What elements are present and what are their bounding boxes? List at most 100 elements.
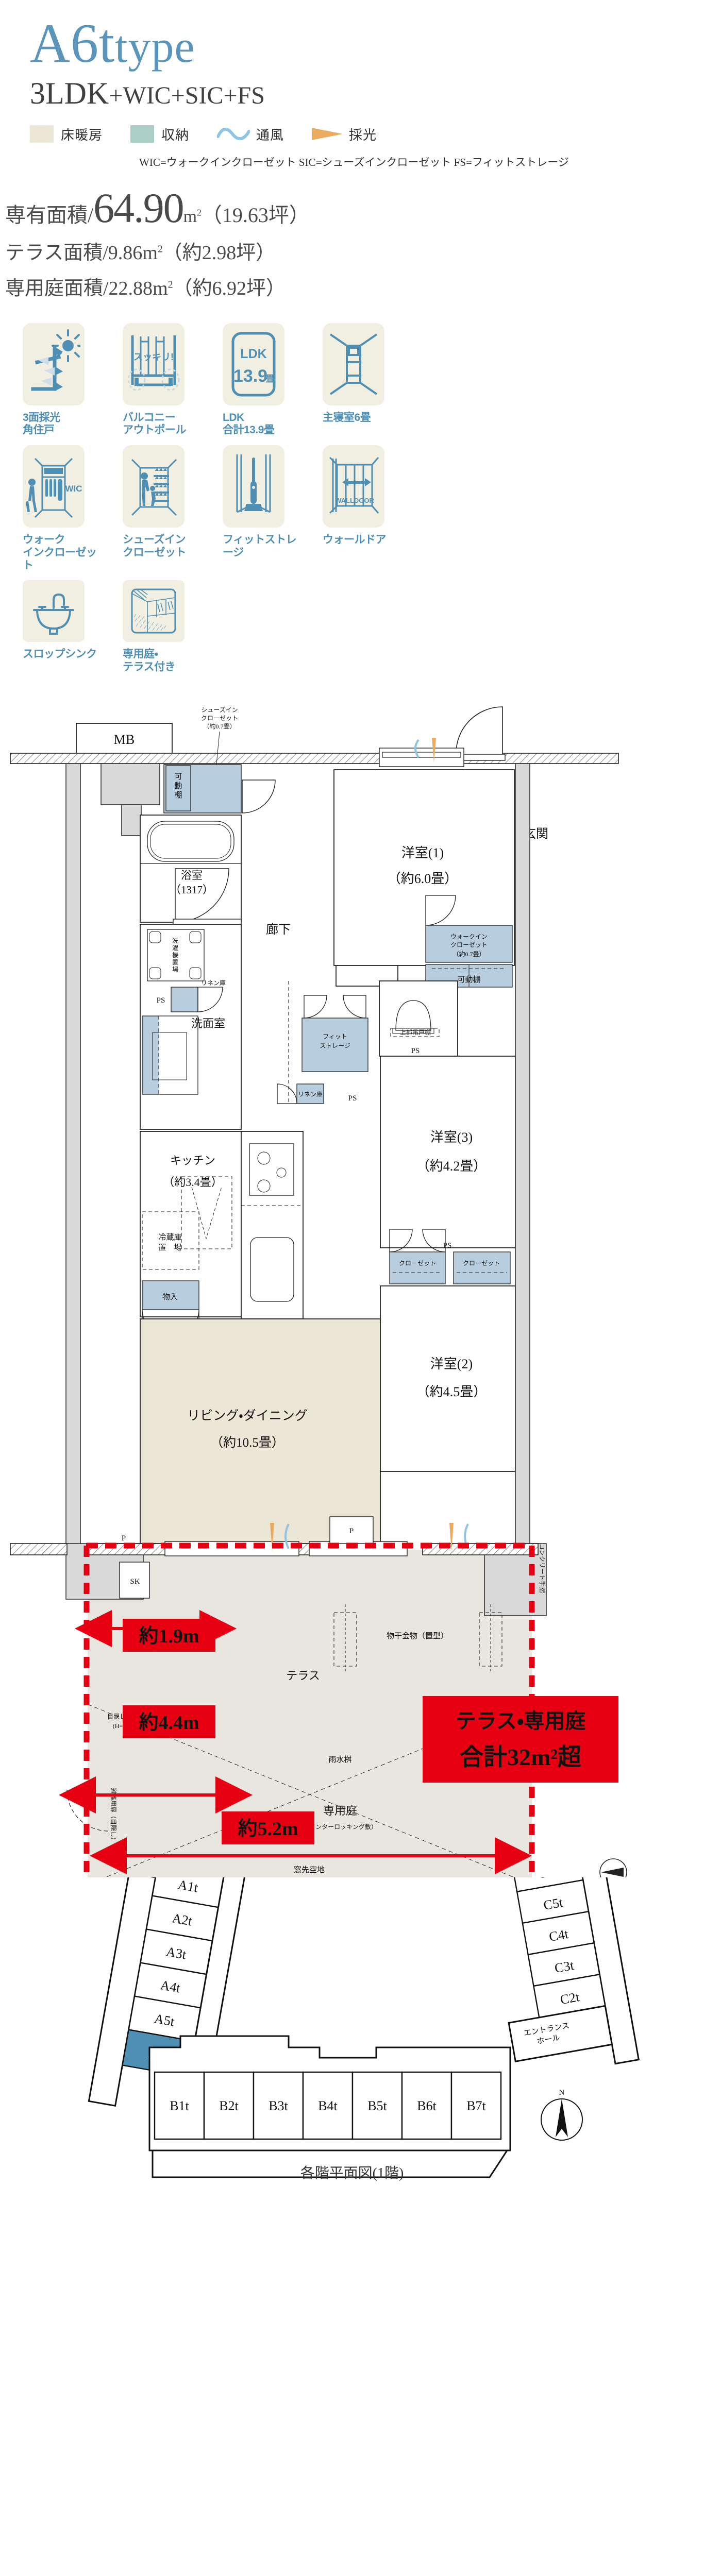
washroom-group: 洗 濯 機 置 場 リネン庫 PS 洗面室	[140, 924, 242, 1130]
highlight-badge-line1: テラス・専用庭	[456, 1709, 586, 1733]
sitemap-unit-A4t: A4t	[159, 1977, 182, 1995]
site-plan-caption: 各階平面図(1階)	[300, 2165, 404, 2181]
fit-storage-label-2: ストレージ	[320, 1042, 350, 1049]
concrete-handrail-label: コンクリート手摺	[539, 1544, 546, 1593]
master-bedroom-icon	[323, 323, 384, 405]
floor-heating-swatch	[30, 125, 54, 143]
washer-space-label-1: 洗	[172, 937, 178, 944]
sitemap-unit-B2t: B2t	[219, 2098, 239, 2113]
ps-2-label: PS	[348, 1094, 357, 1103]
walk-in-closet-group: ウォークイン クローゼット （約0.7畳） 可動棚	[425, 895, 513, 988]
sitemap-unit-B4t: B4t	[318, 2098, 338, 2113]
terrace-depth-dimension: 約1.9m	[139, 1625, 199, 1647]
movable-shelf-wic-label: 可動棚	[457, 975, 480, 984]
header: A6ttype 3LDK+WIC+SIC+FS	[0, 0, 704, 111]
feature-fit-storage: フィットストレージ	[223, 445, 302, 572]
wing-c: C6t C5t C4t C3t C2t エントランス ホール	[508, 1877, 640, 2065]
pillar-1-label: P	[122, 1534, 126, 1543]
linen-cabinet-1-label: リネン庫	[201, 979, 226, 987]
site-plan: .blk { fill:#fff; stroke:#111; stroke-wi…	[0, 1877, 704, 2187]
legend: 床暖房 収納 通風 採光	[0, 111, 704, 144]
private-garden-area-tsubo: （約6.92坪）	[173, 277, 286, 299]
sitemap-entrance-hall-2: ホール	[536, 2034, 560, 2046]
fit-storage-group: フィット ストレージ リネン庫 PS	[277, 980, 368, 1105]
exclusive-area-tsubo: （19.63坪）	[201, 203, 310, 227]
legend-label-storage: 収納	[161, 127, 190, 143]
closet-2-label: クローゼット	[463, 1260, 500, 1267]
sitemap-unit-B3t: B3t	[269, 2098, 288, 2113]
kitchen-label-2: （約3.4畳）	[163, 1176, 223, 1189]
terrace-area-text: テラス面積/9.86	[5, 242, 143, 264]
feature-master-bedroom: 主寝室6畳	[323, 323, 402, 437]
closet-1-label: クローゼット	[399, 1260, 436, 1267]
legend-item-ventilation: 通風	[217, 125, 284, 144]
svg-text:置: 置	[172, 959, 178, 966]
feature-caption-balcony-outpole: バルコニーアウトポール	[123, 411, 187, 436]
storage-mono-label: 物入	[162, 1293, 178, 1301]
closet-group: クローゼット クローゼット PS	[389, 1229, 511, 1284]
terrace-label: テラス	[286, 1669, 320, 1682]
sitemap-unit-C2t: C2t	[559, 1989, 581, 2007]
storage-swatch	[130, 125, 155, 143]
western-room-3-group: 洋室(3) （約4.2畳）	[380, 1056, 516, 1248]
pillar-2-label: P	[349, 1527, 354, 1535]
laundry-hardware-label: 物干金物（置型）	[387, 1632, 448, 1640]
sitemap-unit-A5t: A5t	[153, 2011, 176, 2029]
svg-text:場: 場	[172, 966, 178, 973]
abbreviation-note: WIC=ウォークインクローゼット SIC=シューズインクローゼット FS=フィッ…	[139, 156, 569, 168]
floorplan-svg: .wall { fill:url(#hatch); stroke:#222; s…	[10, 706, 627, 1877]
bathroom-label-1: 浴室	[181, 869, 203, 882]
svg-text:機: 機	[172, 952, 178, 959]
ldk-size-icon: LDK 13.9 畳	[223, 323, 284, 405]
legend-label-daylight: 採光	[349, 127, 377, 143]
plan-type-main: 3LDK	[30, 76, 109, 110]
private-garden-area-line: 専用庭面積/22.88m2（約6.92坪）	[5, 272, 704, 300]
three-side-daylight-icon	[23, 323, 85, 405]
shoes-in-closet-group: 可 動 棚 シューズイン クローゼット （約0.7畳）	[163, 706, 276, 814]
sitemap-unit-B5t: B5t	[367, 2098, 387, 2113]
sitemap-unit-C6t: C6t	[537, 1877, 559, 1882]
sitemap-unit-C5t: C5t	[542, 1895, 564, 1913]
feature-three-side-daylight: 3面採光角住戸	[23, 323, 102, 437]
private-garden-area-text: 専用庭面積/22.88	[5, 277, 153, 299]
exclusive-area-label: 専有面積/	[5, 203, 94, 227]
fit-storage-icon	[223, 445, 284, 528]
bathroom-group: 浴室 （1317）	[140, 815, 242, 925]
feature-caption-three-side-daylight: 3面採光角住戸	[23, 411, 60, 436]
kitchen-label-1: キッチン	[170, 1154, 215, 1167]
exclusive-area-unit: m2	[183, 207, 202, 226]
compass-north-label: N	[559, 2089, 565, 2097]
washroom-label: 洗面室	[191, 1017, 225, 1030]
terrace-area-tsubo: （約2.98坪）	[162, 242, 276, 264]
wic-badge-text: WIC	[65, 484, 82, 494]
sic-label-2: クローゼット	[201, 715, 238, 722]
private-garden-area-unit: m2	[153, 277, 173, 299]
living-dining-group: リビング・ダイニング （約10.5畳）	[140, 1318, 381, 1544]
daylight-triangle-icon	[312, 128, 343, 141]
entrance-block: MB 玄関	[10, 706, 619, 841]
private-garden-label-2: （インターロッキング敷）	[303, 1823, 377, 1831]
svg-text:濯: 濯	[172, 944, 178, 952]
compass-rose	[599, 1858, 627, 1877]
ldk-badge-unit: 畳	[266, 374, 275, 384]
plan-type-title: 3LDK+WIC+SIC+FS	[30, 76, 704, 111]
sitemap-unit-C4t: C4t	[548, 1926, 570, 1944]
linen-cabinet-2-label: リネン庫	[298, 1091, 323, 1098]
highlight-badge-line2: 合計32m²超	[460, 1744, 582, 1770]
upper-hanging-shelf-label: 上部吊戸棚	[400, 1028, 431, 1036]
ps-4-label: PS	[443, 1242, 452, 1250]
sitemap-unit-A1t: A1t	[177, 1877, 199, 1895]
living-dining-label-1: リビング・ダイニング	[187, 1409, 308, 1423]
slop-sink-icon	[23, 580, 85, 642]
plan-type-extras: +WIC+SIC+FS	[109, 81, 265, 109]
legend-item-floor-heating: 床暖房	[30, 125, 103, 144]
sitemap-unit-B7t: B7t	[466, 2098, 486, 2113]
exclusive-area-value: 64.90	[93, 184, 184, 231]
feature-wall-door: WALLDOOR ウォールドア	[323, 445, 402, 572]
private-garden-label-1: 専用庭	[323, 1804, 357, 1817]
movable-shelf-sic-label: 可	[174, 773, 182, 781]
rain-basin-label: 雨水桝	[328, 1755, 351, 1764]
